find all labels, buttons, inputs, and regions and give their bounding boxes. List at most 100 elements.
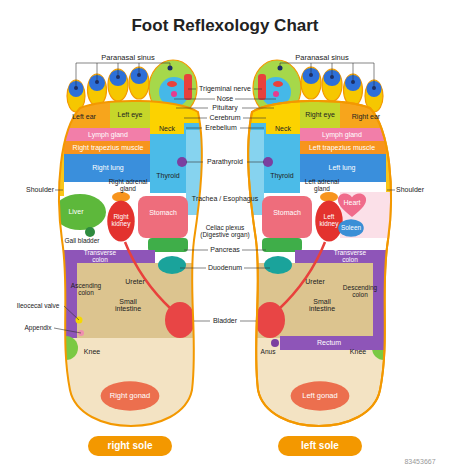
leader-lines (54, 63, 395, 333)
part-label: Descending colon (338, 285, 382, 299)
part-label: Thyroid (156, 172, 179, 179)
lung-zone (50, 154, 150, 182)
heart-outline-path (338, 193, 366, 217)
part-label: Stomach (273, 209, 301, 216)
part-label: Right adrenal gland (105, 179, 151, 193)
kidney-shape: Right kidney (107, 200, 135, 242)
part-label: Left eye (118, 111, 143, 118)
rectum-zone (280, 336, 378, 350)
node-text: Right gonad (110, 392, 150, 400)
leader-line (55, 190, 395, 191)
part-label: Right lung (92, 164, 124, 171)
trigeminal-zone (184, 74, 192, 100)
node-text: Soleen (341, 225, 361, 232)
leader-line (64, 306, 79, 320)
node-text: left sole (301, 441, 339, 452)
node-text: Heart (343, 199, 360, 206)
eye-zone (110, 98, 150, 130)
liver-zone (54, 194, 106, 230)
kidney-shape: Left kidney (315, 200, 343, 242)
part-label: Paranasal sinus (295, 54, 348, 62)
part-label: Ileocecal valve (17, 303, 60, 310)
right-foot (50, 60, 206, 438)
chart-title: Foot Reflexology Chart (0, 16, 450, 36)
part-label: Left lung (329, 164, 356, 171)
ellipse-outline-path (101, 381, 160, 410)
small-intestine-zone (77, 263, 195, 338)
part-label: Trigeminal nerve (199, 85, 251, 92)
part-label: Transverse colon (77, 250, 123, 264)
part-label: Left trapezius muscle (309, 144, 375, 151)
watermark-number: 83453667 (404, 458, 435, 465)
part-label: Pituitary (212, 104, 237, 111)
spleen-shape: Soleen (338, 219, 364, 237)
part-label: Knee (84, 348, 100, 355)
part-label: Ureter (125, 278, 144, 285)
part-label: Thyroid (270, 172, 293, 179)
neck-box: Neck (150, 123, 184, 134)
part-label: Celiac plexus (Digestive organ) (194, 225, 256, 239)
part-label: Rectum (317, 339, 341, 346)
part-label: Stomach (149, 209, 177, 216)
left-foot-overlay (248, 101, 400, 426)
part-label: Nose (217, 95, 233, 102)
part-label: Ascending colon (64, 283, 108, 297)
part-label: Left adrenal gland (299, 179, 345, 193)
left-foot (244, 60, 400, 438)
part-label: Pancreas (210, 246, 240, 253)
part-label: Transverse colon (327, 250, 373, 264)
part-label: Anus (261, 349, 276, 356)
node-text: Neck (275, 125, 291, 132)
part-label: Bladder (213, 317, 237, 324)
part-label: Duodenum (208, 264, 242, 271)
ellipse-outline-path (338, 219, 363, 237)
node-text: Neck (159, 125, 175, 132)
anus-zone (271, 339, 279, 347)
pancreas-zone (148, 238, 188, 252)
sole-outline (248, 101, 391, 426)
sinus-bracket (76, 63, 170, 88)
left-organ-zones (271, 192, 400, 350)
part-label: Gall bladder (64, 238, 99, 245)
bladder-zone (165, 302, 195, 338)
node-text: Right kidney (107, 214, 135, 228)
parathyroid-zone (177, 157, 187, 167)
part-label: Ureter (305, 278, 324, 285)
part-label: Small intestine (108, 298, 148, 313)
pituitary-zone (171, 91, 177, 97)
part-label: Liver (68, 208, 83, 215)
ellipse-outline-path (315, 200, 342, 241)
sole-pill: right sole (88, 436, 172, 456)
part-label: Knee (350, 348, 366, 355)
gonad-oval: Right gonad (100, 381, 160, 411)
part-label: Small intestine (302, 298, 342, 313)
part-label: Right eye (305, 111, 335, 118)
sinus-bracket (280, 63, 374, 88)
node-text: right sole (107, 441, 152, 452)
part-label: Appendix (24, 325, 51, 332)
part-label: Lymph gland (88, 131, 128, 138)
part-label: Cerebrum (209, 114, 240, 121)
part-label: Right ear (352, 113, 380, 120)
part-label: Erebelium (205, 124, 237, 131)
gonad-oval: Left gonad (290, 381, 350, 411)
part-label: Trachea / Esophagus (192, 195, 258, 202)
nose-zone (167, 81, 177, 87)
sole-outline (59, 101, 202, 426)
part-label: Left ear (72, 113, 96, 120)
part-label: Shoulder (26, 186, 54, 193)
part-label: Shoulder (396, 186, 424, 193)
gall-bladder-zone (85, 227, 95, 237)
part-label: Right trapezius muscle (73, 144, 144, 151)
part-label: Lymph gland (322, 131, 362, 138)
sole-pill: left sole (278, 436, 362, 456)
stomach-zone (138, 196, 188, 238)
part-label: Parathyroid (207, 158, 243, 165)
node-text: Left gonad (302, 392, 337, 400)
ellipse-outline-path (107, 200, 134, 241)
neck-box: Neck (266, 123, 300, 134)
leader-line (54, 328, 81, 333)
part-label: Paranasal sinus (101, 54, 154, 62)
duodenum-zone (158, 256, 186, 274)
